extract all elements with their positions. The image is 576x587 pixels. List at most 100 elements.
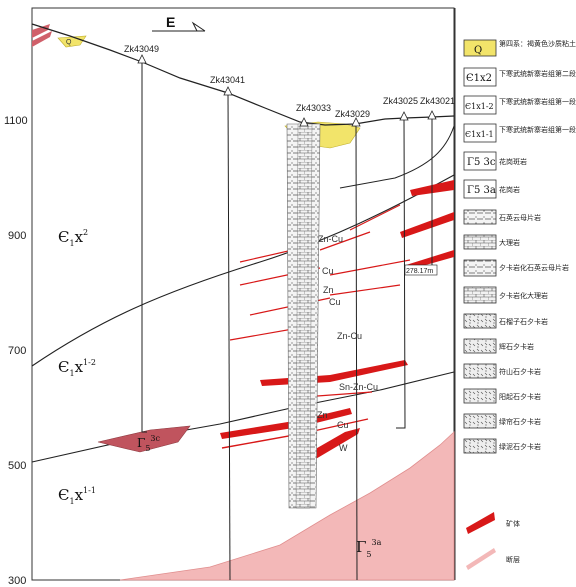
legend-symbol: Γ5 3a: [467, 185, 496, 196]
legend-swatch: [463, 39, 497, 57]
legend-label: 夕卡岩化大理岩: [499, 291, 548, 300]
boundary-x2-x12: [31, 174, 455, 367]
unit-label: Є1x1-2: [58, 358, 96, 378]
legend-label: 断层: [506, 555, 520, 564]
legend-symbol: Q: [474, 45, 482, 56]
legend-label: 符山石夕卡岩: [499, 367, 541, 376]
legend-swatch: [463, 123, 497, 143]
borehole-zk43029: [355, 123, 358, 581]
legend-swatch: [463, 95, 497, 115]
y-tick-label: 300: [8, 575, 26, 587]
collar-marker: [351, 117, 361, 127]
legend-label: 石榴子石夕卡岩: [499, 317, 548, 326]
legend-swatch: [463, 209, 497, 225]
collar-marker: [399, 111, 409, 121]
legend-label: 石英云母片岩: [499, 213, 541, 222]
ore-label: Zn-Cu: [318, 234, 343, 244]
legend-symbol: Є1x2: [466, 73, 492, 84]
legend-fault-swatch: [466, 548, 496, 570]
upper-contact: [339, 125, 455, 189]
legend-ore-swatch: [466, 512, 495, 534]
legend-symbol: Γ5 3c: [467, 157, 496, 168]
legend-swatch: [463, 413, 497, 429]
legend-swatch: [463, 313, 497, 329]
legend-label: 花岗岩: [499, 185, 520, 194]
compass-arrow: E: [152, 14, 206, 32]
legend-label: 下寒武统新寨岩组第一段第二亚段: [499, 97, 576, 106]
borehole-label: Zk43049: [124, 44, 159, 54]
ore-label: Cu: [337, 420, 349, 430]
legend-label: 大理岩: [499, 238, 520, 247]
ore-body: [260, 360, 408, 386]
legend-label: 下寒武统新寨岩组第二段: [499, 69, 576, 78]
fault-band-lower: [32, 31, 52, 47]
y-tick-label: 1100: [4, 115, 28, 127]
granite-body: [119, 431, 455, 581]
borehole-label: Zk43021: [420, 96, 455, 106]
unit-label: Γ53c: [137, 434, 161, 453]
legend-swatch: [463, 234, 497, 250]
unit-label: Є1x1-1: [58, 486, 96, 506]
legend-swatch: [463, 388, 497, 404]
legend: Q 第四系：褐黄色沙质粘土、耕植土 Є1x2 下寒武统新寨岩组第二段 Є1x1-…: [463, 39, 576, 570]
legend-label: 辉石夕卡岩: [499, 342, 534, 351]
ore-body: [220, 408, 352, 439]
ore-label: Zn: [317, 410, 328, 420]
collar-marker: [427, 110, 437, 120]
ore-body: [329, 284, 401, 296]
collar-marker: [299, 117, 309, 127]
legend-swatch: [463, 363, 497, 379]
legend-swatch: [463, 151, 497, 171]
depth-label: 278.17m: [406, 268, 433, 275]
compass-label: E: [166, 14, 175, 30]
ore-label: W: [339, 443, 348, 453]
ore-label: Zn: [323, 285, 334, 295]
collar-marker: [137, 54, 147, 64]
borehole-label: Zk43025: [383, 96, 418, 106]
unit-label: Є1x2: [58, 228, 88, 248]
unit-label: Γ53a: [356, 538, 382, 559]
legend-label: 夕卡岩化石英云母片岩: [499, 263, 569, 272]
fault-band-upper: [32, 24, 50, 38]
ore-body: [329, 259, 411, 276]
legend-swatch: [463, 438, 497, 454]
borehole-label: Zk43041: [210, 75, 245, 85]
ore-body: [305, 428, 360, 460]
legend-label: 第四系：褐黄色沙质粘土、耕植土: [499, 39, 576, 48]
ore-label: Cu: [329, 297, 341, 307]
borehole-zk43041: [227, 92, 231, 581]
y-tick-label: 500: [8, 460, 26, 472]
ore-label: Cu: [322, 266, 334, 276]
legend-symbol: Є1x1-1: [465, 130, 494, 139]
ore-body: [349, 204, 401, 231]
y-tick-label: 900: [8, 230, 26, 242]
legend-swatch: [463, 67, 497, 87]
legend-swatch: [463, 338, 497, 354]
quaternary-patch-left: [57, 35, 87, 48]
borehole-zk43049: [141, 61, 147, 433]
legend-label: 花岗斑岩: [499, 157, 527, 166]
granite-porphyry-lens: [97, 425, 191, 453]
legend-swatch: [463, 286, 497, 304]
boundary-x12-x11: [31, 371, 455, 463]
collar-marker: [223, 86, 233, 96]
borehole-label: Zk43029: [335, 109, 370, 119]
borehole-zk43025: [396, 117, 406, 429]
ore-body: [400, 212, 454, 238]
legend-swatch: [463, 259, 497, 277]
borehole-label: Zk43033: [296, 103, 331, 113]
legend-label: 绿泥石夕卡岩: [499, 442, 541, 451]
legend-label: 矿体: [506, 519, 520, 528]
legend-symbol: Є1x1-2: [465, 102, 494, 111]
y-axis: 1100 900 700 500 300: [4, 115, 28, 587]
ore-label: Sn-Zn-Cu: [339, 382, 378, 392]
y-tick-label: 700: [8, 345, 26, 357]
skarn-column: [295, 123, 313, 509]
legend-label: 绿帘石夕卡岩: [499, 417, 541, 426]
ore-body: [319, 231, 371, 251]
legend-label: 下寒武统新寨岩组第一段第一亚段: [499, 125, 576, 134]
ore-label: Zn-Cu: [337, 331, 362, 341]
legend-swatch: [463, 179, 497, 199]
legend-label: 阳起石夕卡岩: [499, 392, 541, 401]
